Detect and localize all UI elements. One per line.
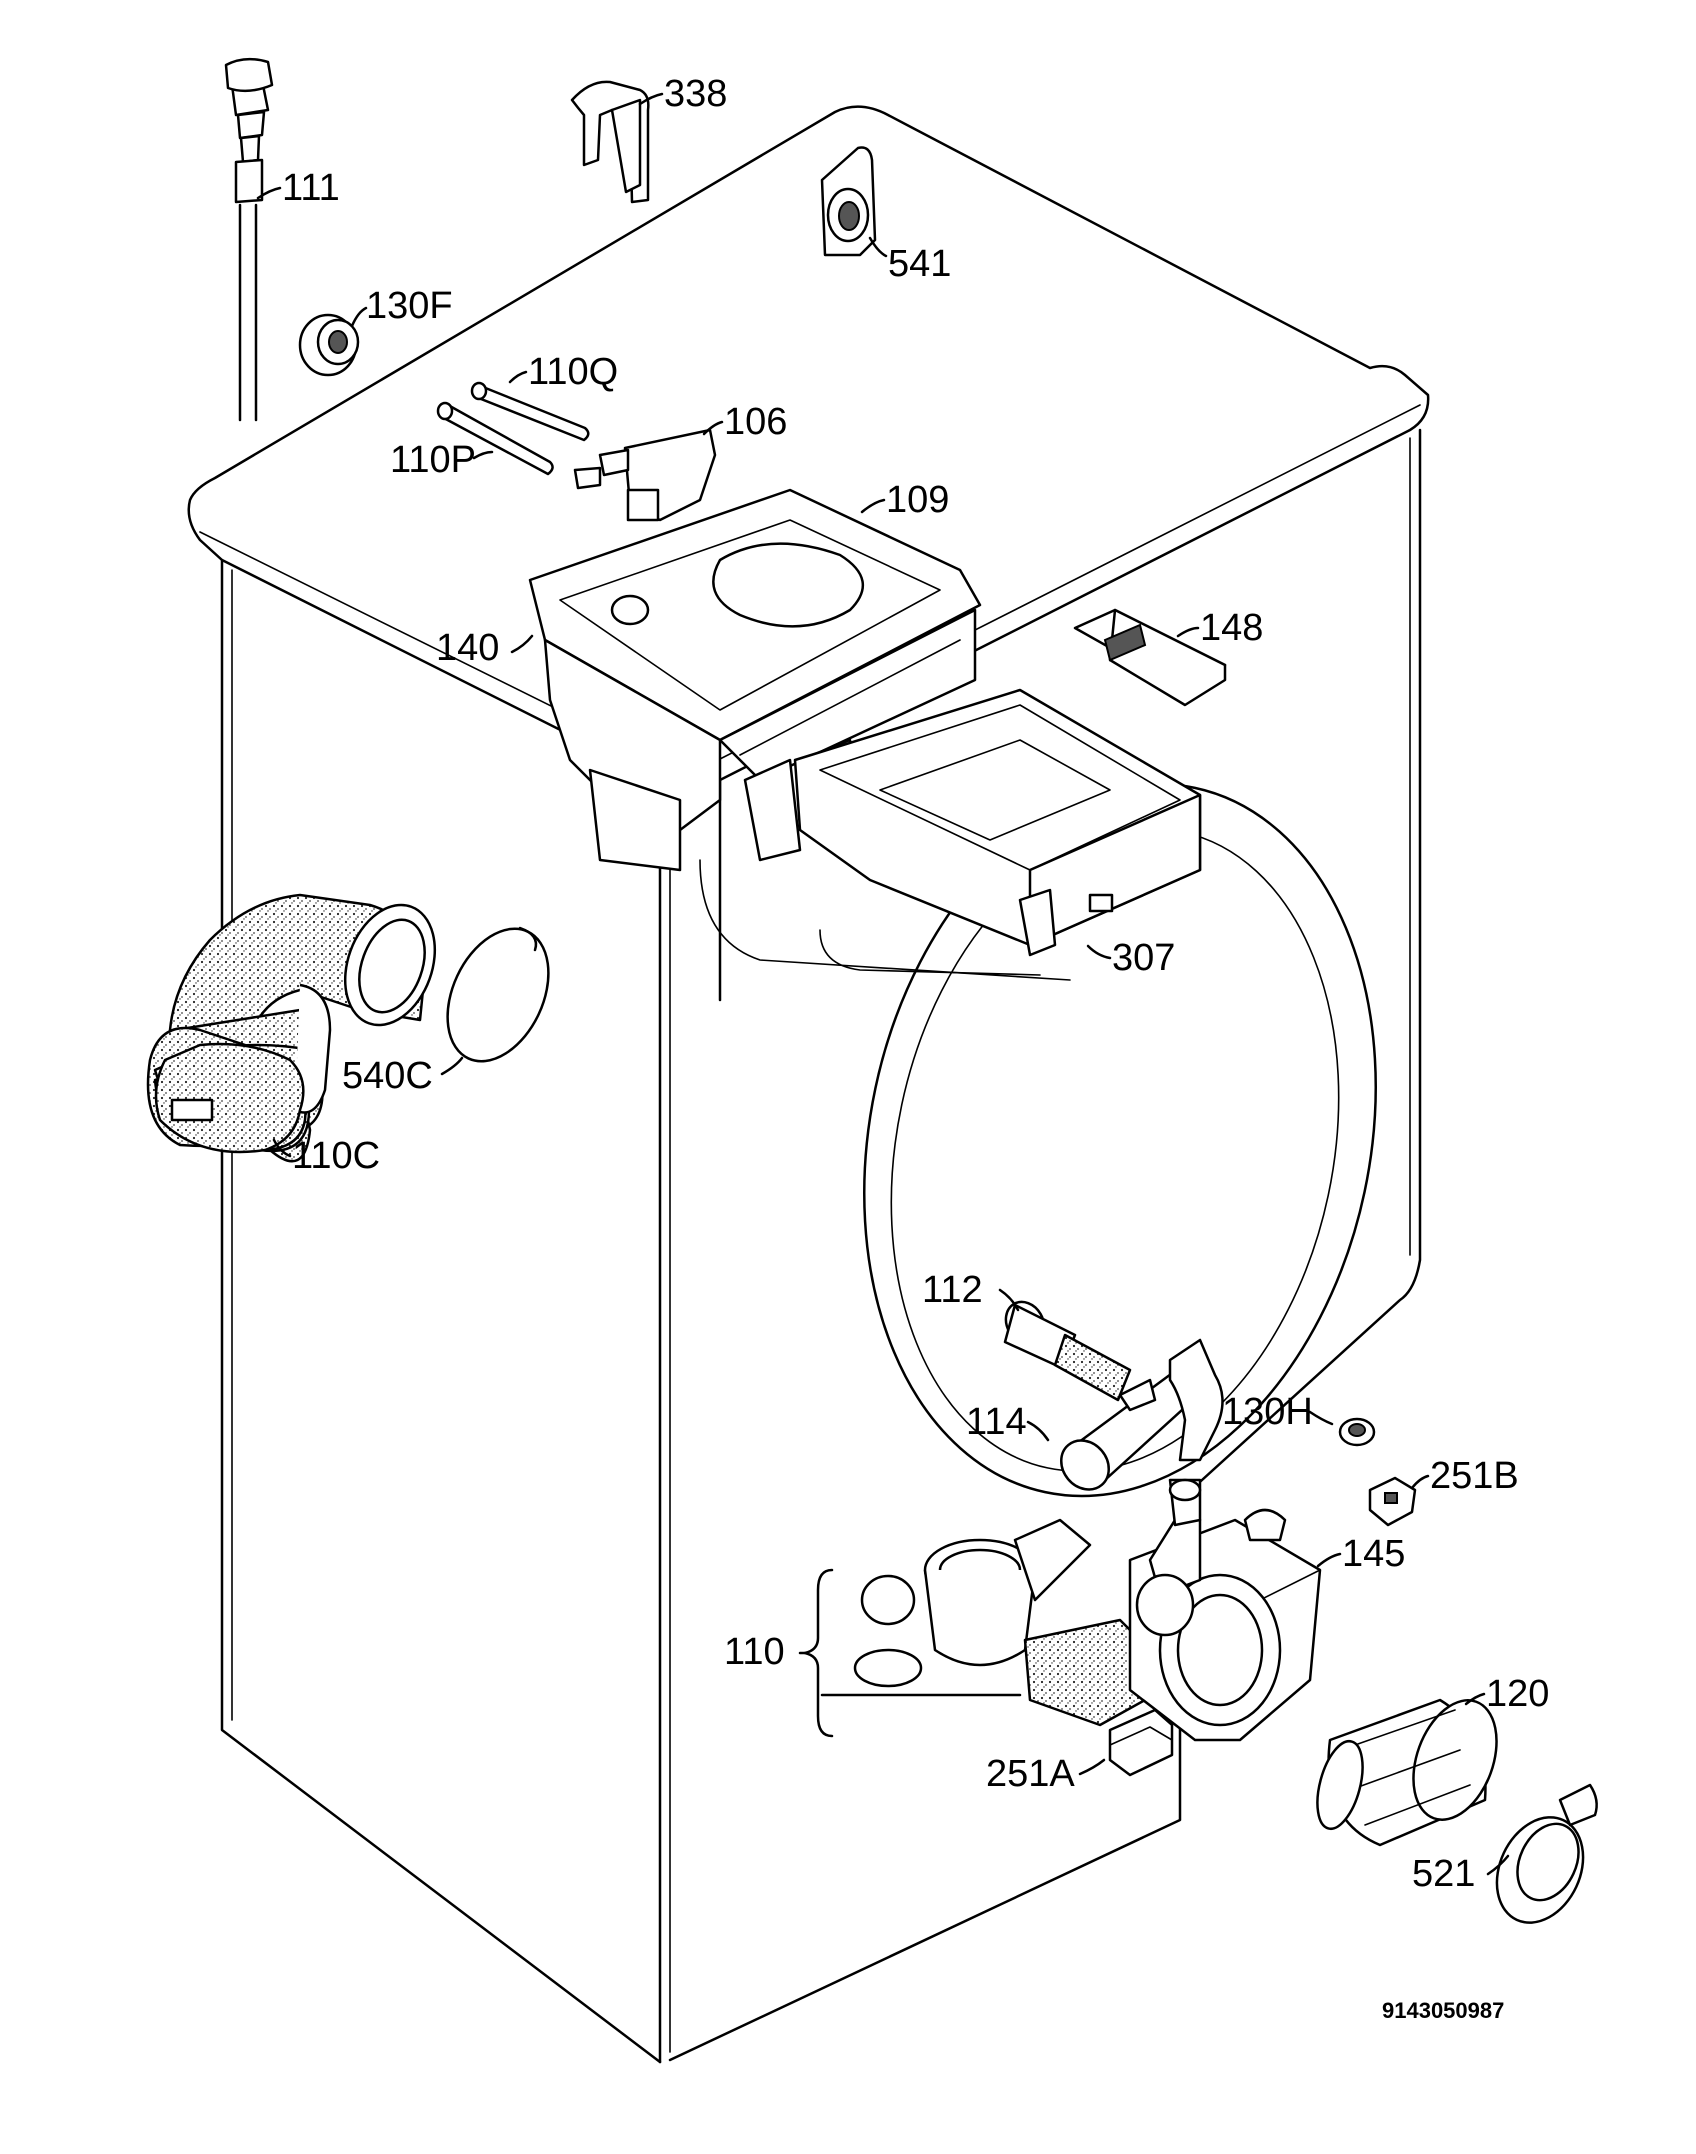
label-338: 338 [664, 73, 727, 115]
part-540C-clamp-ring [446, 926, 550, 1063]
part-148-lever [1073, 608, 1227, 707]
label-130H: 130H [1222, 1391, 1313, 1433]
label-110: 110 [724, 1631, 785, 1673]
part-145-pump-housing [1128, 1478, 1322, 1742]
label-114: 114 [966, 1401, 1027, 1443]
label-110C: 110C [292, 1135, 380, 1177]
label-251B: 251B [1430, 1455, 1519, 1497]
part-111-inlet-hose [224, 57, 274, 422]
label-521: 521 [1412, 1853, 1475, 1895]
part-251B-clip [1368, 1476, 1417, 1527]
label-541: 541 [888, 243, 951, 285]
part-120-filter [1316, 1698, 1498, 1847]
part-110Q-110P-tubes [436, 381, 590, 476]
label-540C: 540C [342, 1055, 433, 1097]
part-110C-bellows [146, 893, 437, 1163]
label-148: 148 [1200, 607, 1263, 649]
drawing-code: 9143050987 [1382, 1998, 1504, 2023]
part-130H-grommet [1338, 1417, 1376, 1447]
label-112: 112 [922, 1269, 983, 1311]
part-338-clip [570, 80, 650, 204]
part-112-hose [1003, 1300, 1132, 1402]
label-109: 109 [886, 479, 949, 521]
part-110-drain-pump [803, 1518, 1152, 1738]
part-521-filter-cap [1495, 1783, 1598, 1924]
part-labels: 111 338 541 130F 110Q 110P 106 109 140 1… [282, 73, 1549, 1895]
part-106-valve [573, 428, 717, 522]
label-130F: 130F [366, 285, 453, 327]
label-106: 106 [724, 401, 787, 443]
part-109-140-dispenser [528, 488, 982, 872]
part-307-drawer [793, 688, 1202, 957]
label-251A: 251A [986, 1753, 1075, 1795]
label-110Q: 110Q [528, 351, 618, 393]
label-111: 111 [282, 167, 340, 209]
label-145: 145 [1342, 1533, 1405, 1575]
part-114-pump-hose [1060, 1338, 1224, 1491]
label-120: 120 [1486, 1673, 1549, 1715]
label-110P: 110P [390, 439, 476, 481]
part-251A-clip [1108, 1708, 1174, 1777]
label-140: 140 [436, 627, 499, 669]
part-130F-grommet [298, 313, 360, 377]
leader-lines [256, 92, 1510, 1876]
label-307: 307 [1112, 937, 1175, 979]
part-541-bracket [820, 146, 877, 257]
